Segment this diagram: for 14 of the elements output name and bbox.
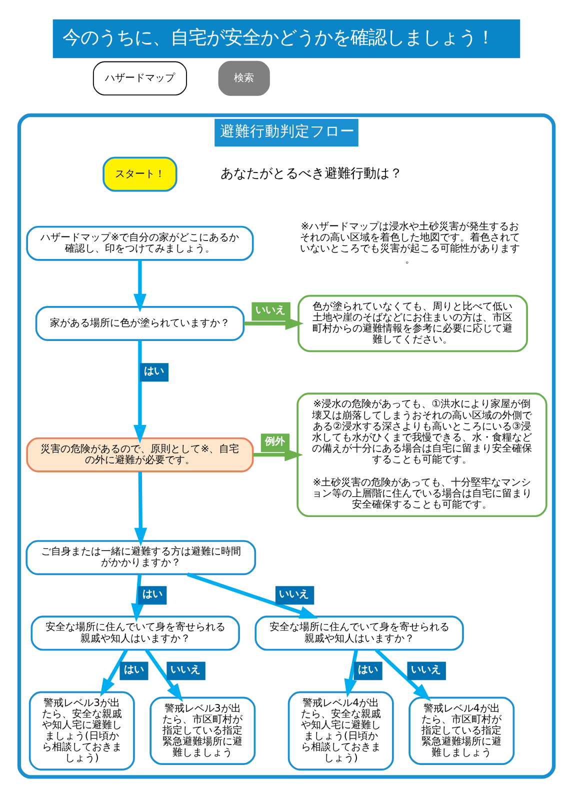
diagram-title: 今のうちに、自宅が安全かどうかを確認しましょう！ xyxy=(62,27,495,48)
label: 検索 xyxy=(234,72,254,84)
edge-label: はい xyxy=(144,366,164,378)
edge-label: 例外 xyxy=(265,436,286,448)
label: ※ハザードマップは浸水や土砂災害が発生するおそれの高い区域を着色した地図です。着色されていないところでも災害が起こる可能性があります。 xyxy=(300,221,520,266)
edge-label: はい xyxy=(124,664,144,676)
edge-label: いいえ xyxy=(170,664,200,676)
edge-label: いいえ xyxy=(279,589,310,600)
edge-label: はい xyxy=(358,664,378,676)
edge-label: いいえ xyxy=(410,664,441,676)
label: ハザードマップ xyxy=(104,72,175,84)
edge-label: はい xyxy=(142,589,162,600)
edge-label: いいえ xyxy=(255,305,286,316)
label: あなたがとるべき避難行動は？ xyxy=(220,166,402,182)
